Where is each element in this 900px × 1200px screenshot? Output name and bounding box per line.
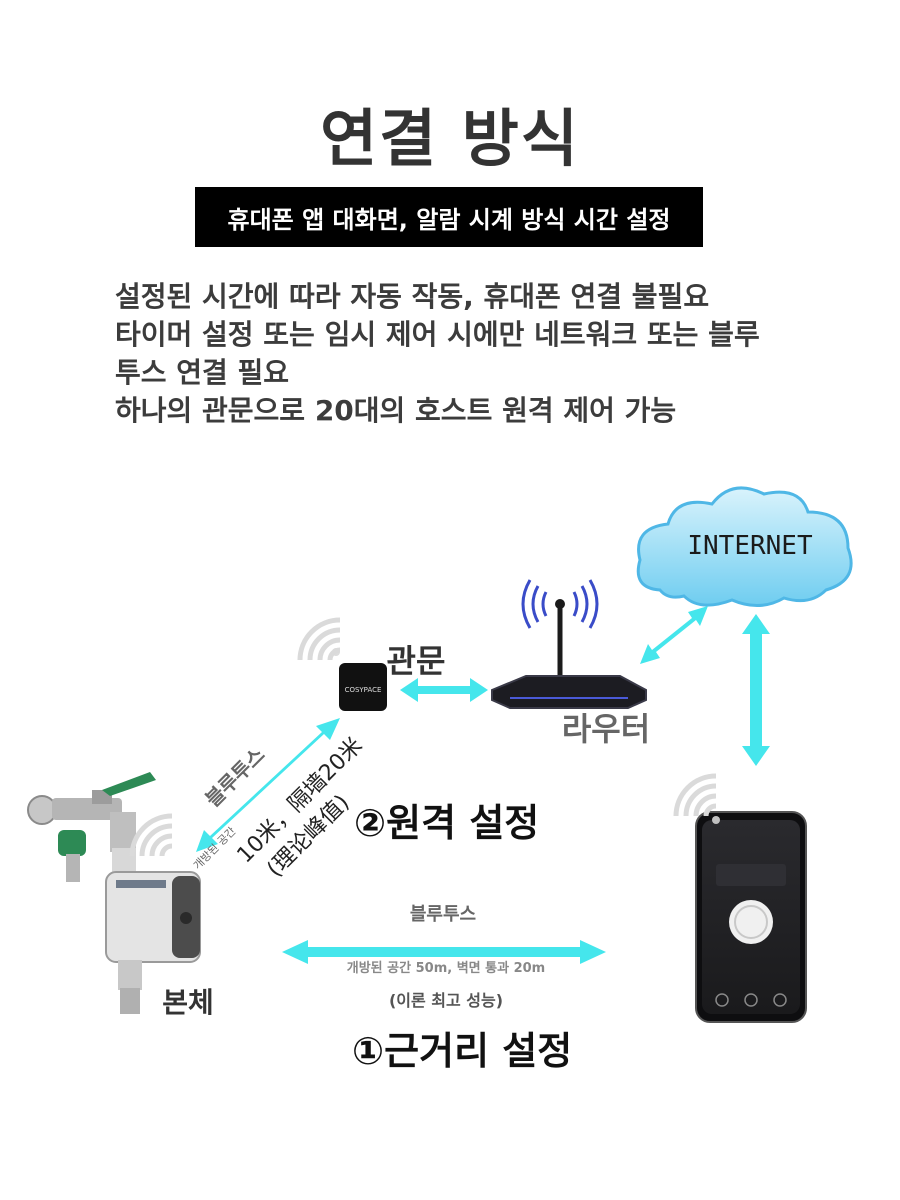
bt-horizontal-label: 블루투스 bbox=[410, 904, 476, 925]
description-line: 타이머 설정 또는 임시 제어 시에만 네트워크 또는 블루 bbox=[115, 318, 760, 351]
valve-wifi-icon bbox=[129, 813, 173, 857]
valve-device-icon bbox=[27, 772, 201, 1014]
double-arrow-gateway-router bbox=[400, 678, 488, 702]
router-label: 라우터 bbox=[562, 710, 650, 748]
body-label: 본체 bbox=[162, 986, 214, 1019]
gateway-icon: COSYPACE bbox=[332, 648, 387, 711]
near-setting-label: ①근거리 설정 bbox=[352, 1029, 573, 1073]
bt-horizontal-range: 개방된 공간 50m, 벽면 통과 20m bbox=[347, 960, 545, 976]
bt-horizontal-theory: (이론 최고 성능) bbox=[389, 991, 503, 1010]
bt-diagonal-label-group: 블루투스 bbox=[201, 743, 270, 812]
feature-banner: 휴대폰 앱 대화면, 알람 시계 방식 시간 설정 bbox=[195, 187, 703, 247]
router-icon bbox=[491, 579, 647, 709]
phone-wifi-icon bbox=[673, 773, 717, 817]
internet-label: INTERNET bbox=[687, 531, 813, 561]
smartphone-icon bbox=[695, 811, 807, 1023]
double-arrow-router-cloud bbox=[640, 606, 708, 664]
cloud-icon bbox=[636, 486, 853, 607]
gateway-label: 관문 bbox=[387, 642, 446, 680]
description-line: 설정된 시간에 따라 자동 작동, 휴대폰 연결 불필요 bbox=[115, 280, 710, 313]
double-arrow-cloud-phone bbox=[742, 614, 770, 766]
description-line: 하나의 관문으로 20대의 호스트 원격 제어 가능 bbox=[115, 394, 677, 427]
description-line: 투스 연결 필요 bbox=[115, 356, 290, 389]
bt-diagonal-label: 블루투스 bbox=[201, 743, 270, 812]
page-title: 연결 방식 bbox=[320, 102, 580, 175]
svg-text:COSYPACE: COSYPACE bbox=[345, 686, 382, 694]
description-block: 설정된 시간에 따라 자동 작동, 휴대폰 연결 불필요 타이머 설정 또는 임… bbox=[115, 278, 835, 430]
remote-setting-label: ②원격 설정 bbox=[354, 801, 540, 845]
double-arrow-gateway-valve bbox=[196, 718, 340, 852]
double-arrow-valve-phone bbox=[282, 940, 606, 964]
gateway-wifi-icon bbox=[297, 617, 341, 661]
